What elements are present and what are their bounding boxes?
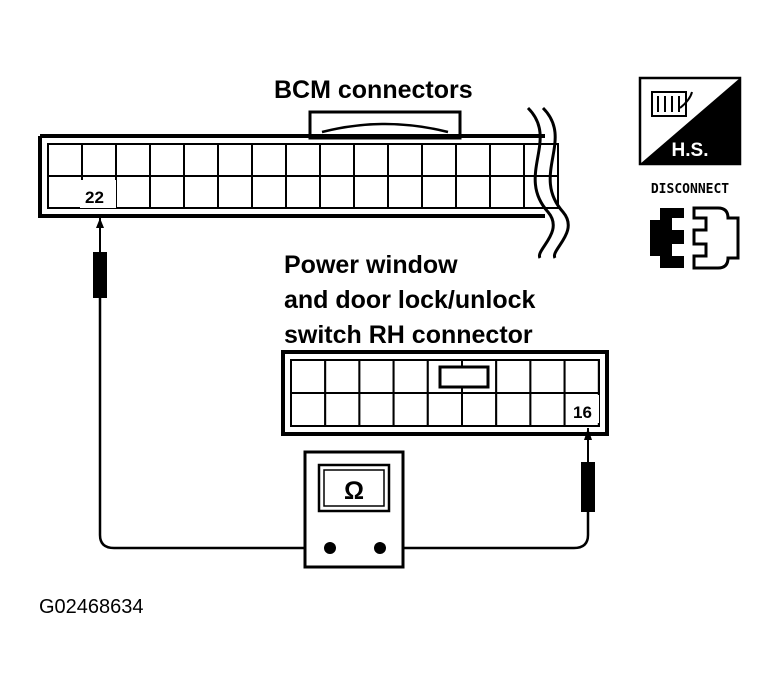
switch-pin-16-cell xyxy=(568,395,599,423)
switch-pin-16-label: 16 xyxy=(573,403,592,422)
bcm-pin-cell xyxy=(251,143,287,177)
bcm-pin-cell xyxy=(183,143,219,177)
bcm-pin-cell xyxy=(319,143,355,177)
switch-title-line-3: switch RH connector xyxy=(284,321,533,349)
test-probe-icon xyxy=(380,428,595,550)
hs-badge: H.S. xyxy=(638,76,742,166)
bcm-pin-cell xyxy=(489,175,525,209)
switch-pin-cell xyxy=(426,392,463,427)
switch-pin-cell xyxy=(324,392,361,427)
bcm-pin-cell xyxy=(353,175,389,209)
bcm-pin-grid xyxy=(47,143,559,209)
meter-terminal xyxy=(324,542,336,554)
disconnect-label: DISCONNECT xyxy=(651,182,729,197)
figure-code: G02468634 xyxy=(39,596,144,618)
hs-label: H.S. xyxy=(672,140,709,161)
bcm-pin-cell xyxy=(217,143,253,177)
bcm-pin-22-label: 22 xyxy=(85,188,104,207)
bcm-pin-cell xyxy=(81,143,117,177)
ohm-symbol: Ω xyxy=(344,477,364,505)
bcm-pin-cell xyxy=(47,175,83,209)
switch-pin-cell xyxy=(529,359,566,394)
bcm-pin-cell xyxy=(455,143,491,177)
switch-pin-cell xyxy=(461,392,498,427)
bcm-pin-cell xyxy=(421,175,457,209)
switch-title-line-1: Power window xyxy=(284,251,458,279)
bcm-pin-cell xyxy=(115,175,151,209)
bcm-pin-cell xyxy=(489,143,525,177)
switch-pin-cell xyxy=(324,359,361,394)
bcm-pin-cell xyxy=(455,175,491,209)
switch-pin-cell xyxy=(495,359,532,394)
bcm-pin-cell xyxy=(285,143,321,177)
bcm-pin-cell xyxy=(353,143,389,177)
switch-pin-cell xyxy=(290,359,327,394)
switch-pin-cell xyxy=(358,359,395,394)
bcm-pin-cell xyxy=(47,143,83,177)
bcm-connector: 22 xyxy=(38,106,570,259)
bcm-pin-cell xyxy=(319,175,355,209)
bcm-pin-cell xyxy=(387,143,423,177)
ohmmeter-icon: Ω xyxy=(303,450,405,569)
switch-title-line-2: and door lock/unlock xyxy=(284,286,536,314)
meter-terminal xyxy=(374,542,386,554)
bcm-pin-cell xyxy=(115,143,151,177)
switch-pin-cell xyxy=(495,392,532,427)
switch-pin-cell xyxy=(529,392,566,427)
bcm-pin-cell xyxy=(149,143,185,177)
bcm-pin-cell xyxy=(387,175,423,209)
test-probe-icon xyxy=(93,218,330,550)
hand-tool-icon xyxy=(651,91,693,117)
bcm-pin-cell xyxy=(183,175,219,209)
switch-pin-cell xyxy=(563,359,600,394)
bcm-pin-22-cell xyxy=(80,180,116,208)
bcm-pin-cell xyxy=(149,175,185,209)
switch-pin-cell xyxy=(392,359,429,394)
bcm-pin-cell xyxy=(421,143,457,177)
switch-pin-cell xyxy=(392,392,429,427)
bcm-pin-cell xyxy=(217,175,253,209)
switch-pin-cell xyxy=(358,392,395,427)
switch-latch xyxy=(438,365,490,389)
switch-rh-connector: 16 xyxy=(281,350,609,436)
switch-pin-cell xyxy=(290,392,327,427)
bcm-pin-cell xyxy=(285,175,321,209)
bcm-title: BCM connectors xyxy=(274,76,473,104)
connector-disconnect-icon xyxy=(650,206,740,270)
bcm-pin-cell xyxy=(251,175,287,209)
